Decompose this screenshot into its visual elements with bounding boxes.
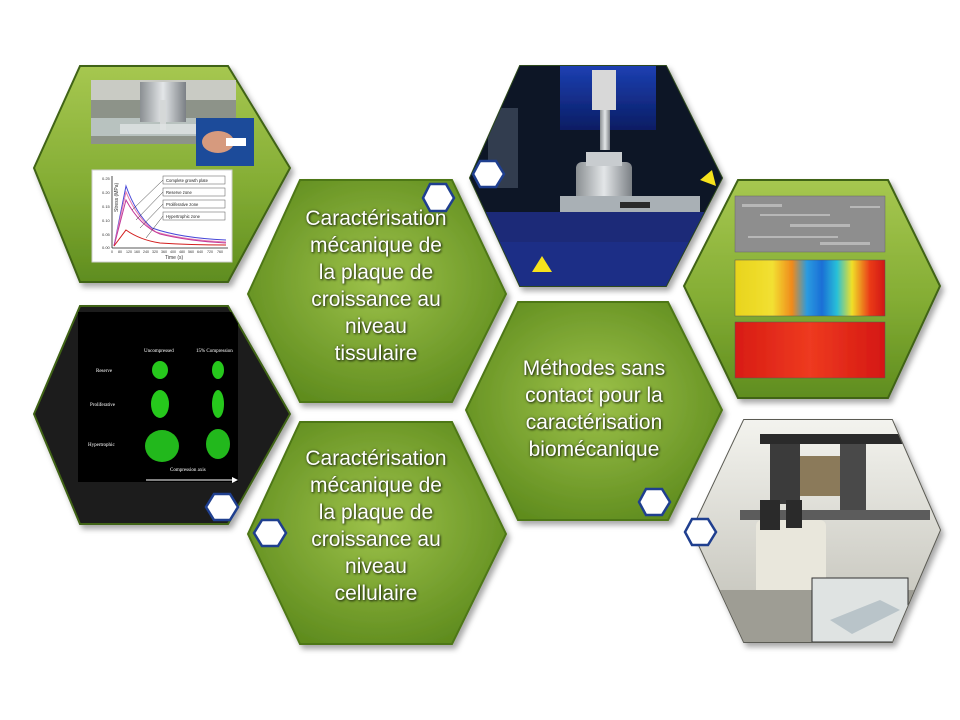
xtick: 320 [152,250,158,254]
hex-machine-photo [468,65,724,287]
hex-cell-text [246,421,508,645]
xtick: 640 [197,250,203,254]
cell-hex-label: Caractérisation mécanique de la plaque d… [280,445,472,607]
speckle-texture [742,204,880,245]
legend-complete: Complete growth plate [166,178,209,183]
hex-heatmap [682,179,942,399]
hex-contactless-text [464,301,724,521]
cell-row-proliferative: Proliferative [90,403,116,408]
cell-col-compressed: 15% Compression [196,349,233,354]
cell-line-2: mécanique de [310,474,442,497]
xtick: 0 [111,250,113,254]
cell-reserve-compressed [212,361,224,379]
ytick: 0.20 [102,190,111,195]
chart-yticks: 0.25 0.20 0.15 0.10 0.05 0.00 [102,176,111,250]
xtick: 160 [134,250,140,254]
strain-map-red [734,321,886,379]
cell-row-reserve: Reserve [96,369,113,374]
tissue-line-6: tissulaire [334,342,418,365]
curve-complete-plate [113,184,227,247]
chart-xlabel: Time (s) [165,255,183,261]
cell-line-1: Caractérisation [305,447,447,470]
cell-line-6: cellulaire [334,582,418,605]
strain-map-multicolor [734,259,886,317]
cell-col-uncompressed: Uncompressed [144,349,174,354]
xtick: 720 [207,250,213,254]
xtick: 480 [179,250,185,254]
marker-cell[interactable] [252,518,288,548]
ytick: 0.15 [102,204,111,209]
xtick: 560 [188,250,194,254]
ytick: 0.25 [102,176,111,181]
legend-proliferative: Proliferative zone [166,202,199,207]
marker-microscope[interactable] [683,517,718,547]
marker-tissue[interactable] [421,182,456,213]
cell-row-hypertrophic: Hypertrophic [88,443,115,448]
hex-tissue-text [246,179,508,403]
stress-time-chart: Stress (MPa) Time (s) 0.25 0.20 0.15 0.1… [91,169,233,263]
legend-reserve: Reserve zone [166,190,193,195]
cell-line-4: croissance au [311,528,441,551]
xtick: 760 [217,250,223,254]
hex-microscope-photo [690,419,942,643]
tissue-line-2: mécanique de [310,234,442,257]
curve-hypertrophic [113,229,227,247]
hex-stress-chart: Stress (MPa) Time (s) 0.25 0.20 0.15 0.1… [32,65,292,283]
marker-machine[interactable] [471,159,506,189]
contactless-line-4: biomécanique [528,438,660,461]
ytick: 0.10 [102,218,111,223]
tissue-hex-label: Caractérisation mécanique de la plaque d… [280,205,472,367]
contactless-hex-label: Méthodes sans contact pour la caractéris… [496,355,692,463]
xtick: 80 [118,250,122,254]
ytick: 0.00 [102,245,111,250]
tissue-line-1: Caractérisation [305,207,447,230]
xtick: 360 [161,250,167,254]
cell-axis-label: Compression axis [170,468,206,473]
legend-hypertrophic: Hypertrophic zone [166,214,201,219]
cell-line-3: la plaque de [318,501,434,524]
xtick: 400 [170,250,176,254]
chart-xticks: 0 80 120 160 240 320 360 400 480 560 640… [111,250,223,254]
hex-cell-figure: Uncompressed 15% Compression Reserve Pro… [32,305,292,525]
contactless-line-1: Méthodes sans [522,357,666,380]
tissue-line-5: niveau [345,315,407,338]
marker-cell-figure[interactable] [204,492,240,522]
ytick: 0.05 [102,232,111,237]
cell-line-5: niveau [345,555,407,578]
cell-proliferative-uncompressed [151,390,169,418]
tissue-line-3: la plaque de [318,261,434,284]
contactless-line-3: caractérisation [525,411,663,434]
contactless-line-2: contact pour la [525,384,663,407]
cell-proliferative-compressed [212,390,224,418]
tissue-line-4: croissance au [311,288,441,311]
marker-contactless[interactable] [637,487,672,517]
tissue-test-photo [91,80,254,166]
xtick: 120 [126,250,132,254]
hex-markers [204,159,718,548]
cell-reserve-uncompressed [152,361,168,379]
xtick: 240 [143,250,149,254]
chart-ylabel: Stress (MPa) [114,182,120,212]
compression-axis-arrowhead [232,477,238,483]
cell-hypertrophic-uncompressed [145,430,179,462]
chart-legend: Complete growth plate Reserve zone Proli… [131,175,226,239]
cell-hypertrophic-compressed [206,429,230,459]
